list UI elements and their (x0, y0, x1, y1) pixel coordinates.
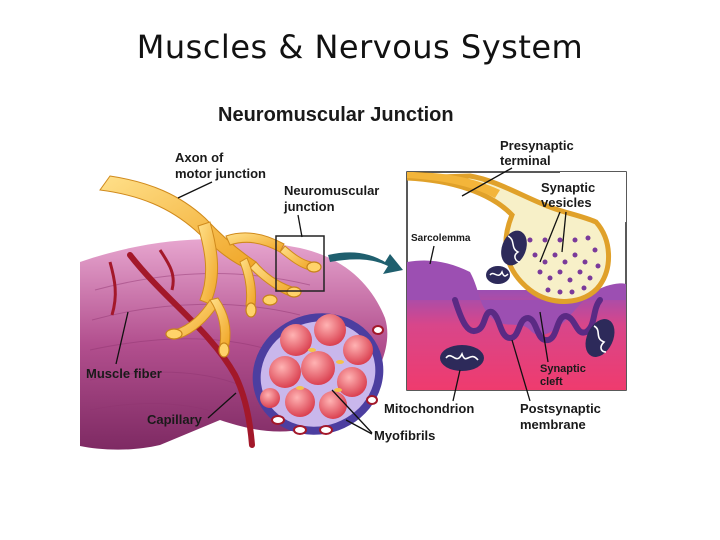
label-presynaptic-terminal: Presynaptic (500, 138, 574, 153)
label-synaptic-vesicles-line2: vesicles (541, 195, 592, 210)
label-capillary: Capillary (147, 412, 203, 427)
diagram-heading: Neuromuscular Junction (218, 104, 454, 126)
muscle-fiber-illustration (80, 239, 388, 450)
label-axon: Axon of (175, 150, 224, 165)
terminal-mitochondria (486, 230, 527, 284)
label-synaptic-vesicles: Synaptic (541, 180, 595, 195)
muscle-mitochondria (440, 319, 615, 371)
synaptic-vesicles (527, 235, 601, 295)
label-neuromuscular-junction-line2: junction (283, 199, 335, 214)
svg-text:Synaptic vesicles: Synaptic vesicles (541, 180, 599, 210)
junction-zoom-box (275, 235, 325, 292)
label-neuromuscular-junction: Neuromuscular (284, 183, 379, 198)
postsynaptic-folds (452, 297, 603, 343)
capillary-vessel (127, 252, 255, 448)
slide-title: Muscles & Nervous System (136, 28, 584, 66)
svg-text:Postsynaptic membrane: Postsynaptic membrane (520, 401, 605, 432)
zoom-arrow (328, 252, 403, 274)
svg-text:Synaptic cleft: Synaptic cleft (540, 363, 589, 388)
svg-text:Neuromuscular junction: Neuromuscular junction (283, 183, 383, 214)
label-postsynaptic-membrane: Postsynaptic (520, 401, 601, 416)
label-sarcolemma: Sarcolemma (411, 233, 471, 244)
label-axon-line2: motor junction (175, 166, 266, 181)
svg-text:Axon of motor junction: Axon of motor junction (175, 150, 266, 181)
label-postsynaptic-membrane-line2: membrane (520, 417, 586, 432)
label-presynaptic-terminal-line2: terminal (500, 153, 551, 168)
label-muscle-fiber: Muscle fiber (86, 366, 162, 381)
label-synaptic-cleft-line2: cleft (540, 376, 563, 388)
myofibril-bundle (260, 314, 373, 419)
label-myofibrils: Myofibrils (374, 428, 435, 443)
svg-text:Presynaptic terminal: Presynaptic terminal (500, 138, 577, 168)
label-mitochondrion: Mitochondrion (384, 401, 474, 416)
label-synaptic-cleft: Synaptic (540, 363, 586, 375)
